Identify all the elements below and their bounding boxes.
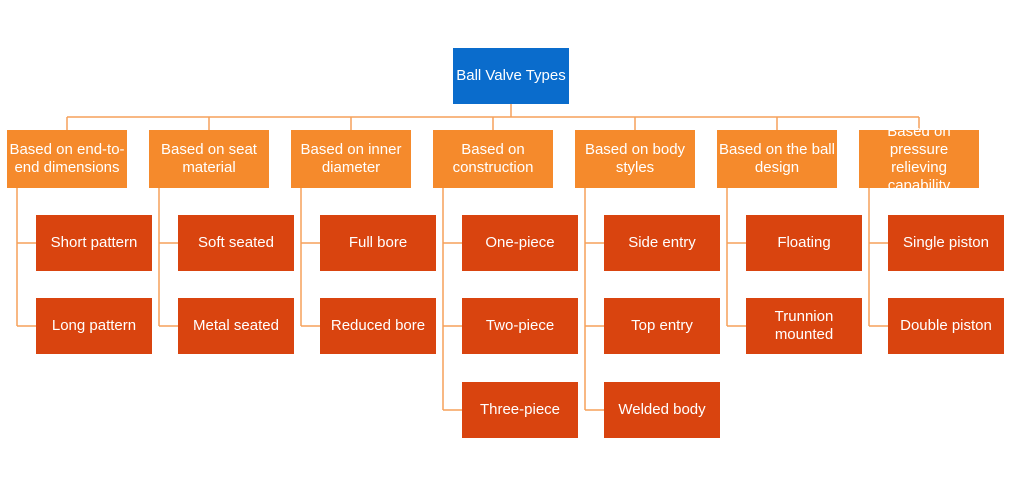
- leaf-node: Floating: [746, 215, 862, 271]
- leaf-node: Trunnion mounted: [746, 298, 862, 354]
- leaf-node: Double piston: [888, 298, 1004, 354]
- leaf-node: Reduced bore: [320, 298, 436, 354]
- root-node: Ball Valve Types: [453, 48, 569, 104]
- leaf-node: One-piece: [462, 215, 578, 271]
- leaf-node: Top entry: [604, 298, 720, 354]
- category-node: Based on the ball design: [717, 130, 837, 188]
- category-node: Based on body styles: [575, 130, 695, 188]
- leaf-node: Metal seated: [178, 298, 294, 354]
- leaf-node: Full bore: [320, 215, 436, 271]
- category-node: Based on seat material: [149, 130, 269, 188]
- leaf-node: Soft seated: [178, 215, 294, 271]
- leaf-node: Welded body: [604, 382, 720, 438]
- leaf-node: Two-piece: [462, 298, 578, 354]
- leaf-node: Single piston: [888, 215, 1004, 271]
- leaf-node: Three-piece: [462, 382, 578, 438]
- category-node: Based on inner diameter: [291, 130, 411, 188]
- leaf-node: Side entry: [604, 215, 720, 271]
- leaf-node: Long pattern: [36, 298, 152, 354]
- leaf-node: Short pattern: [36, 215, 152, 271]
- category-node: Based on construction: [433, 130, 553, 188]
- category-node: Based on end-to-end dimensions: [7, 130, 127, 188]
- category-node: Based on pressure relieving capability: [859, 123, 979, 194]
